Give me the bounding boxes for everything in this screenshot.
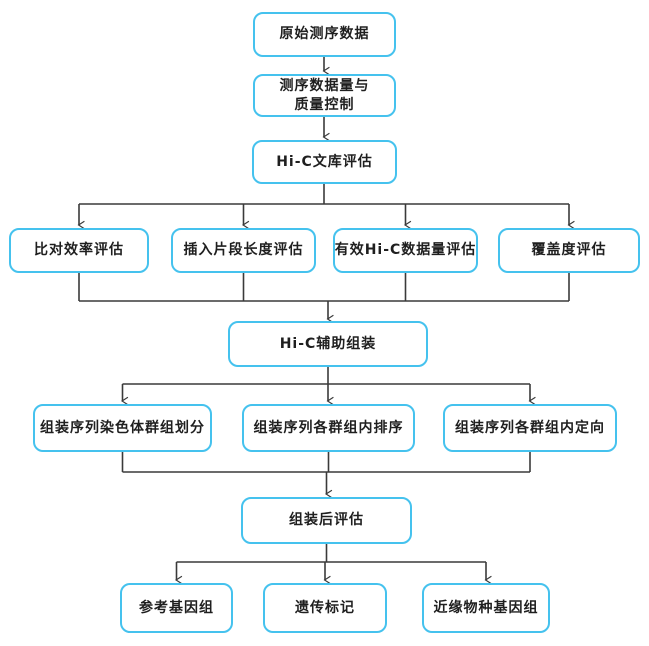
node-label: 组装序列染色体群组划分 xyxy=(40,419,205,436)
node-label: 遗传标记 xyxy=(295,599,355,616)
node-label: 组装后评估 xyxy=(289,512,364,528)
node-post-assembly-evaluation: 组装后评估 xyxy=(241,497,412,544)
node-label: 组装序列各群组内定向 xyxy=(455,419,605,436)
node-hic-assisted-assembly: Hi-C辅助组装 xyxy=(228,321,428,367)
node-label: 插入片段长度评估 xyxy=(183,242,304,258)
node-insert-length-evaluation: 插入片段长度评估 xyxy=(171,228,316,273)
node-chromosome-grouping: 组装序列染色体群组划分 xyxy=(33,404,212,452)
edge-assembly-branch xyxy=(121,367,536,406)
node-label: 近缘物种基因组 xyxy=(433,599,539,616)
node-label: 有效Hi-C数据量评估 xyxy=(334,242,477,258)
node-hic-library-evaluation: Hi-C文库评估 xyxy=(252,140,397,184)
node-valid-hic-data-evaluation: 有效Hi-C数据量评估 xyxy=(333,228,478,273)
node-related-species-genome: 近缘物种基因组 xyxy=(422,583,550,633)
node-coverage-evaluation: 覆盖度评估 xyxy=(498,228,640,273)
node-alignment-efficiency-evaluation: 比对效率评估 xyxy=(9,228,149,273)
node-label: Hi-C文库评估 xyxy=(276,153,373,170)
edge-merge-to-post-eval xyxy=(121,452,531,499)
node-label: 比对效率评估 xyxy=(34,242,124,258)
node-reference-genome: 参考基因组 xyxy=(120,583,233,633)
edge-merge-to-assembly xyxy=(78,273,570,324)
node-label: 原始测序数据 xyxy=(279,26,370,42)
node-label: 参考基因组 xyxy=(139,599,214,616)
node-label-line1: 测序数据量与 xyxy=(279,77,370,94)
edge-library-eval-branch xyxy=(77,184,575,230)
node-seq-quantity-quality-control: 测序数据量与 质量控制 xyxy=(253,74,396,117)
node-intra-group-ordering: 组装序列各群组内排序 xyxy=(242,404,415,452)
node-label: 覆盖度评估 xyxy=(531,242,607,258)
node-label: 组装序列各群组内排序 xyxy=(253,419,404,436)
node-label: Hi-C辅助组装 xyxy=(279,335,377,352)
edge-post-eval-branch xyxy=(175,544,492,585)
node-label-line2: 质量控制 xyxy=(294,96,355,113)
node-intra-group-orientation: 组装序列各群组内定向 xyxy=(443,404,617,452)
node-genetic-marker: 遗传标记 xyxy=(263,583,387,633)
node-raw-sequencing-data: 原始测序数据 xyxy=(253,12,396,57)
